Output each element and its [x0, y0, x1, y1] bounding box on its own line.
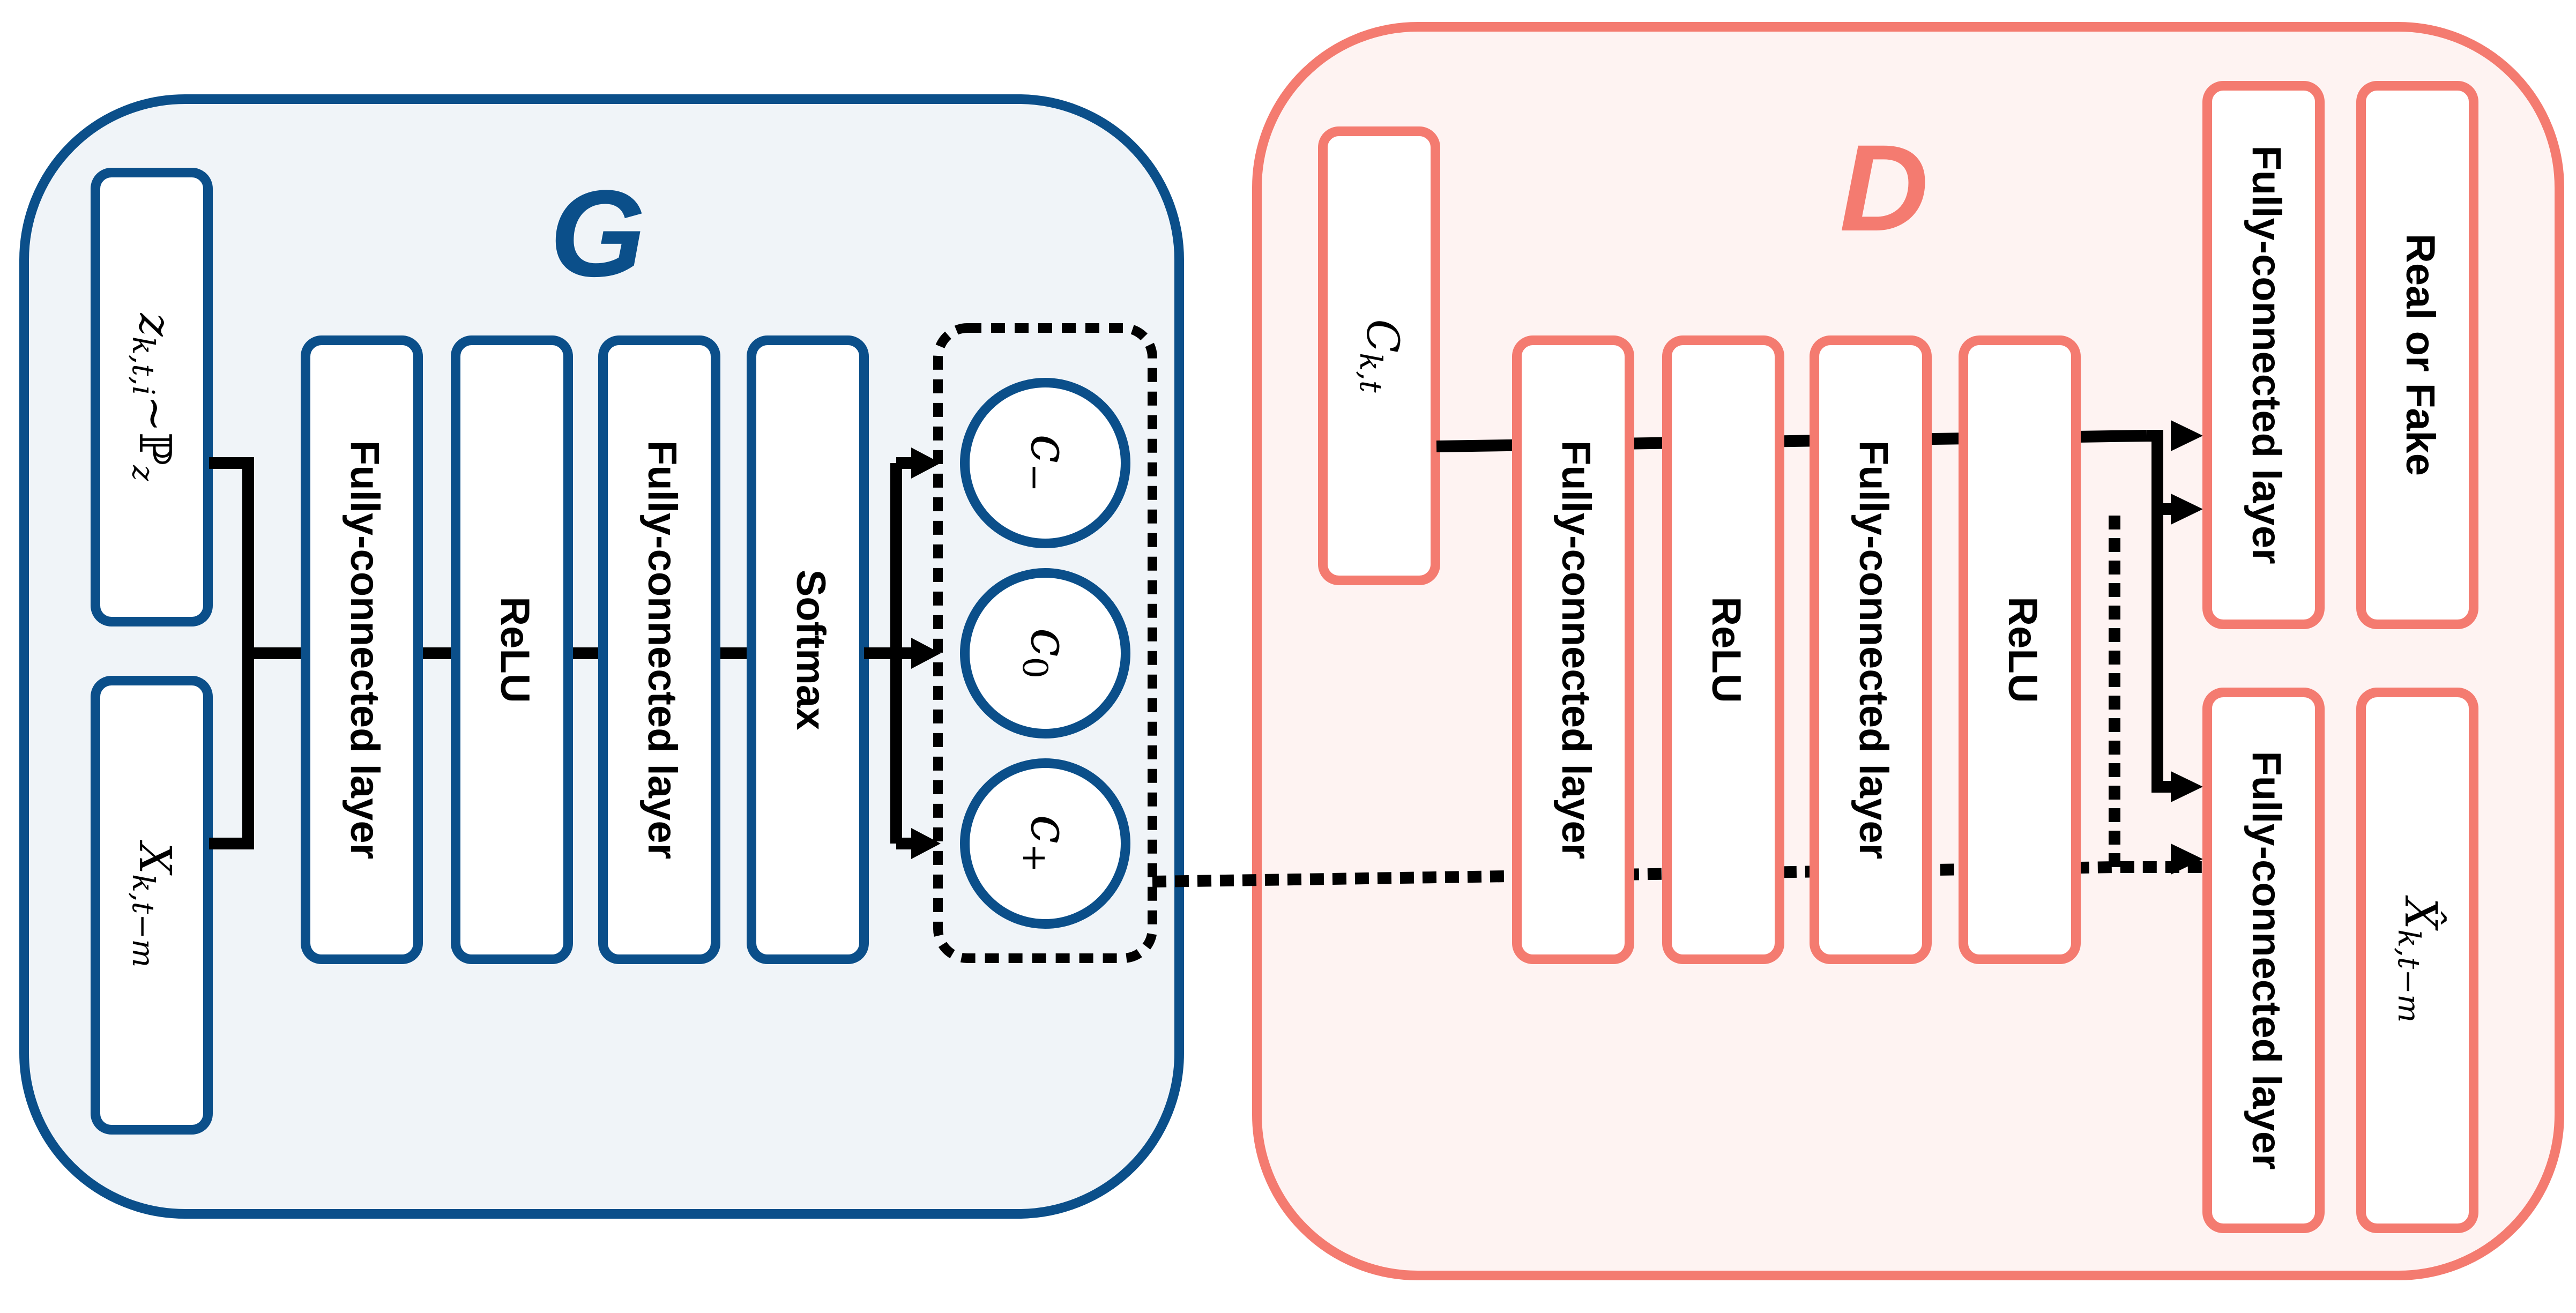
generator-panel: G zk,t,i∼ℙz Xk,t−m Fully-connected layer… [19, 94, 1184, 1219]
class-node-label: c+ [1015, 815, 1080, 872]
discriminator-layer-stack: Fully-connected layer ReLU Fully-connected… [1512, 335, 2081, 964]
arrow-to-c-plus [911, 828, 941, 859]
class-node-zero: c0 [960, 568, 1130, 738]
discriminator-layer-3-fully-connected-layer: Fully-connected layer [1810, 335, 1932, 964]
discriminator-layer-4-relu: ReLU [1959, 335, 2081, 964]
discriminator-layer-label: Fully-connected layer [1553, 441, 1599, 859]
class-node-plus: c+ [960, 758, 1130, 929]
generator-layer-label: ReLU [492, 596, 538, 703]
class-node-minus: c− [960, 378, 1130, 548]
class-output-dashed-box [933, 323, 1157, 963]
generator-layer-4-softmax: Softmax [747, 335, 869, 964]
input-merge-bracket [209, 457, 306, 849]
class-output-group: c− c0 c+ [864, 323, 1157, 963]
generator-layer-label: Softmax [788, 570, 833, 730]
discriminator-layer-1-fully-connected-layer: Fully-connected layer [1512, 335, 1634, 964]
class-node-label: c0 [1015, 628, 1080, 678]
discriminator-layer-label: ReLU [2000, 596, 2045, 703]
c-input-label: Ck,t [1353, 319, 1408, 393]
reconstruct-head-box: Fully-connected layer [2202, 688, 2325, 1233]
c-input-box: Ck,t [1318, 126, 1440, 585]
realfake-head-box: Fully-connected layer [2202, 81, 2325, 629]
noise-input-box: zk,t,i∼ℙz [91, 168, 213, 626]
reconstruct-output-box: X̂k,t−m [2356, 688, 2478, 1233]
realfake-output-box: Real or Fake [2356, 81, 2478, 629]
discriminator-layer-label: ReLU [1703, 596, 1749, 703]
generator-layer-label: Fully-connected layer [639, 441, 685, 859]
generator-title: G [550, 165, 646, 302]
arrow-to-realfake-head [2171, 420, 2203, 451]
history-input-label: Xk,t−m [126, 840, 181, 968]
generator-layer-stack: Fully-connected layer ReLU Fully-connected… [301, 335, 869, 964]
reconstruct-output-label: X̂k,t−m [2392, 895, 2447, 1023]
generator-layer-2-relu: ReLU [451, 335, 573, 964]
generator-layer-label: Fully-connected layer [342, 441, 388, 859]
arrow-to-c-minus [911, 447, 941, 479]
arrow-to-c-zero [911, 638, 941, 669]
generator-layer-3-fully-connected-layer: Fully-connected layer [598, 335, 720, 964]
realfake-head-label: Fully-connected layer [2244, 145, 2289, 564]
history-input-box: Xk,t−m [91, 676, 213, 1135]
noise-input-label: zk,t,i∼ℙz [126, 312, 181, 481]
arrow-to-realfake-head-lower [2171, 494, 2203, 525]
generator-layer-1-fully-connected-layer: Fully-connected layer [301, 335, 423, 964]
discriminator-layer-label: Fully-connected layer [1851, 441, 1896, 859]
reconstruct-head-label: Fully-connected layer [2244, 751, 2289, 1169]
arrow-dotted-to-reconstruct-head [2171, 844, 2203, 875]
discriminator-layer-2-relu: ReLU [1662, 335, 1784, 964]
realfake-output-label: Real or Fake [2398, 234, 2443, 476]
arrow-to-reconstruct-head [2171, 771, 2203, 802]
discriminator-title: D [1840, 119, 1929, 257]
class-node-label: c− [1015, 434, 1080, 491]
